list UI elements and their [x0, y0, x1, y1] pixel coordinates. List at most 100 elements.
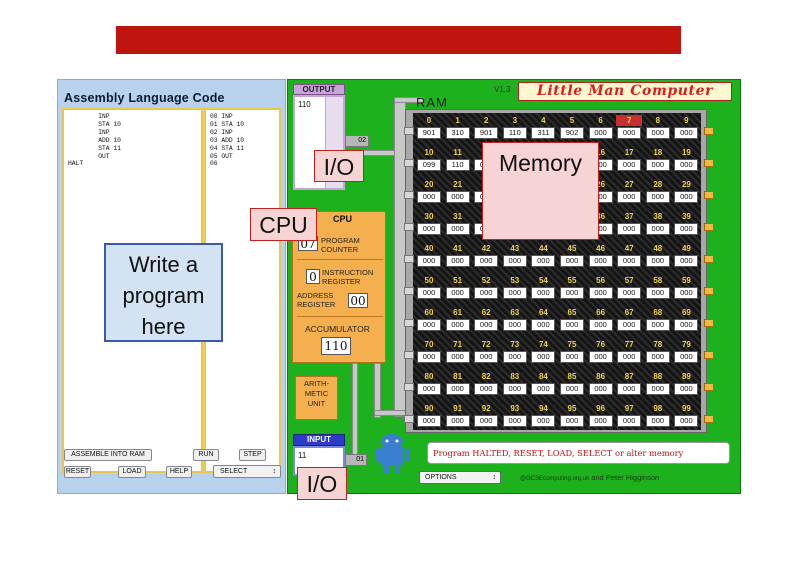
ram-cell-71[interactable]: 000: [445, 351, 470, 363]
ram-cell-55[interactable]: 000: [560, 287, 584, 299]
ram-cell-62[interactable]: 000: [474, 319, 499, 331]
ram-cell-2[interactable]: 901: [474, 127, 499, 139]
ram-cell-3[interactable]: 110: [502, 127, 527, 139]
ram-cell-74[interactable]: 000: [531, 351, 556, 363]
ram-cell-68[interactable]: 000: [645, 319, 670, 331]
ram-cell-69[interactable]: 000: [674, 319, 699, 331]
instruction-register-value[interactable]: 0: [306, 269, 320, 284]
ram-address-label: 4: [541, 116, 546, 125]
ram-cell-99[interactable]: 000: [674, 415, 699, 427]
ram-cell-73[interactable]: 000: [502, 351, 527, 363]
ram-cell-90[interactable]: 000: [417, 415, 441, 427]
reset-button[interactable]: RESET: [64, 466, 91, 478]
ram-cell-6[interactable]: 000: [588, 127, 613, 139]
ram-cell-11[interactable]: 110: [445, 159, 470, 171]
ram-cell-27[interactable]: 000: [617, 191, 642, 203]
ram-cell-52[interactable]: 000: [474, 287, 499, 299]
ram-address-label: 36: [596, 212, 606, 221]
ram-cell-82[interactable]: 000: [474, 383, 499, 395]
ram-cell-29[interactable]: 000: [674, 191, 699, 203]
ram-cell-66[interactable]: 000: [588, 319, 613, 331]
ram-cell-48[interactable]: 000: [645, 255, 670, 267]
options-dropdown[interactable]: OPTIONS ↕: [419, 471, 501, 484]
ram-cell-78[interactable]: 000: [645, 351, 670, 363]
ram-cell-40[interactable]: 000: [417, 255, 441, 267]
run-button[interactable]: RUN: [193, 449, 219, 461]
ram-cell-0[interactable]: 901: [417, 127, 441, 139]
assemble-button[interactable]: ASSEMBLE INTO RAM: [64, 449, 152, 461]
ram-cell-50[interactable]: 000: [417, 287, 441, 299]
ram-cell-61[interactable]: 000: [445, 319, 470, 331]
source-code[interactable]: INP STA 10 INP ADD 10 STA 11 OUT HALT: [68, 113, 121, 168]
select-dropdown[interactable]: SELECT ↕: [213, 465, 281, 478]
ram-cell-8[interactable]: 000: [645, 127, 670, 139]
load-button[interactable]: LOAD: [118, 466, 146, 478]
accumulator-value[interactable]: 110: [321, 337, 351, 355]
ram-address-label: 56: [596, 276, 606, 285]
ram-cell-42[interactable]: 000: [474, 255, 499, 267]
ram-cell-17[interactable]: 000: [617, 159, 642, 171]
ram-cell-39[interactable]: 000: [674, 223, 699, 235]
ram-cell-20[interactable]: 000: [417, 191, 441, 203]
ram-cell-72[interactable]: 000: [474, 351, 499, 363]
ram-cell-77[interactable]: 000: [617, 351, 642, 363]
ram-cell-86[interactable]: 000: [588, 383, 613, 395]
address-register-value[interactable]: 00: [348, 293, 368, 308]
ram-cell-10[interactable]: 099: [417, 159, 441, 171]
ram-cell-65[interactable]: 000: [560, 319, 584, 331]
ram-cell-70[interactable]: 000: [417, 351, 441, 363]
ram-cell-83[interactable]: 000: [502, 383, 527, 395]
ram-cell-49[interactable]: 000: [674, 255, 699, 267]
ram-cell-87[interactable]: 000: [617, 383, 642, 395]
ram-cell-54[interactable]: 000: [531, 287, 556, 299]
ram-cell-56[interactable]: 000: [588, 287, 613, 299]
ram-cell-44[interactable]: 000: [531, 255, 556, 267]
ram-cell-45[interactable]: 000: [560, 255, 584, 267]
ram-cell-28[interactable]: 000: [645, 191, 670, 203]
ram-cell-85[interactable]: 000: [560, 383, 584, 395]
ram-cell-97[interactable]: 000: [617, 415, 642, 427]
ram-cell-1[interactable]: 310: [445, 127, 470, 139]
ram-cell-93[interactable]: 000: [502, 415, 527, 427]
ram-cell-21[interactable]: 000: [445, 191, 470, 203]
ram-cell-53[interactable]: 000: [502, 287, 527, 299]
ram-cell-38[interactable]: 000: [645, 223, 670, 235]
ram-cell-41[interactable]: 000: [445, 255, 470, 267]
ram-cell-95[interactable]: 000: [560, 415, 584, 427]
step-button[interactable]: STEP: [239, 449, 266, 461]
ram-cell-4[interactable]: 311: [531, 127, 556, 139]
ram-cell-75[interactable]: 000: [560, 351, 584, 363]
ram-cell-57[interactable]: 000: [617, 287, 642, 299]
ram-cell-5[interactable]: 902: [560, 127, 584, 139]
ram-cell-94[interactable]: 000: [531, 415, 556, 427]
ram-cell-47[interactable]: 000: [617, 255, 642, 267]
ram-cell-96[interactable]: 000: [588, 415, 613, 427]
ram-cell-84[interactable]: 000: [531, 383, 556, 395]
ram-cell-64[interactable]: 000: [531, 319, 556, 331]
ram-cell-60[interactable]: 000: [417, 319, 441, 331]
ram-cell-19[interactable]: 000: [674, 159, 699, 171]
ram-cell-80[interactable]: 000: [417, 383, 441, 395]
ram-cell-18[interactable]: 000: [645, 159, 670, 171]
ram-cell-98[interactable]: 000: [645, 415, 670, 427]
ram-cell-43[interactable]: 000: [502, 255, 527, 267]
ram-cell-67[interactable]: 000: [617, 319, 642, 331]
ram-cell-9[interactable]: 000: [674, 127, 699, 139]
ram-cell-88[interactable]: 000: [645, 383, 670, 395]
ram-cell-76[interactable]: 000: [588, 351, 613, 363]
ram-cell-58[interactable]: 000: [645, 287, 670, 299]
ram-cell-92[interactable]: 000: [474, 415, 499, 427]
ram-cell-81[interactable]: 000: [445, 383, 470, 395]
ram-cell-30[interactable]: 000: [417, 223, 441, 235]
ram-cell-59[interactable]: 000: [674, 287, 699, 299]
ram-cell-51[interactable]: 000: [445, 287, 470, 299]
ram-cell-89[interactable]: 000: [674, 383, 699, 395]
ram-cell-46[interactable]: 000: [588, 255, 613, 267]
help-button[interactable]: HELP: [166, 466, 192, 478]
ram-cell-7[interactable]: 000: [617, 127, 642, 139]
ram-cell-37[interactable]: 000: [617, 223, 642, 235]
ram-cell-79[interactable]: 000: [674, 351, 699, 363]
ram-cell-31[interactable]: 000: [445, 223, 470, 235]
ram-cell-63[interactable]: 000: [502, 319, 527, 331]
ram-cell-91[interactable]: 000: [445, 415, 470, 427]
